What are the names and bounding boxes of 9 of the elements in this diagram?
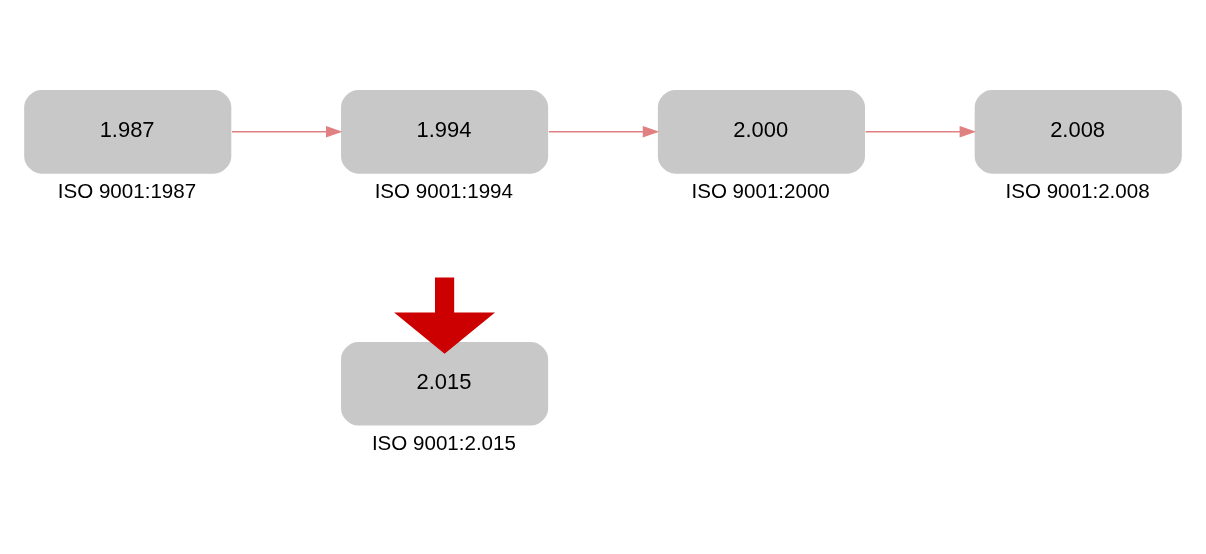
arrow [548,126,660,138]
arrow [394,277,496,354]
node-label: ISO 9001:1994 [374,178,513,202]
node-label: ISO 9001:2.008 [1005,178,1150,202]
arrow [231,126,343,138]
arrow [864,126,977,138]
node-label: ISO 9001:2000 [691,178,830,202]
node-label: ISO 9001:2.015 [371,430,516,454]
node-label: ISO 9001:1987 [57,178,197,202]
